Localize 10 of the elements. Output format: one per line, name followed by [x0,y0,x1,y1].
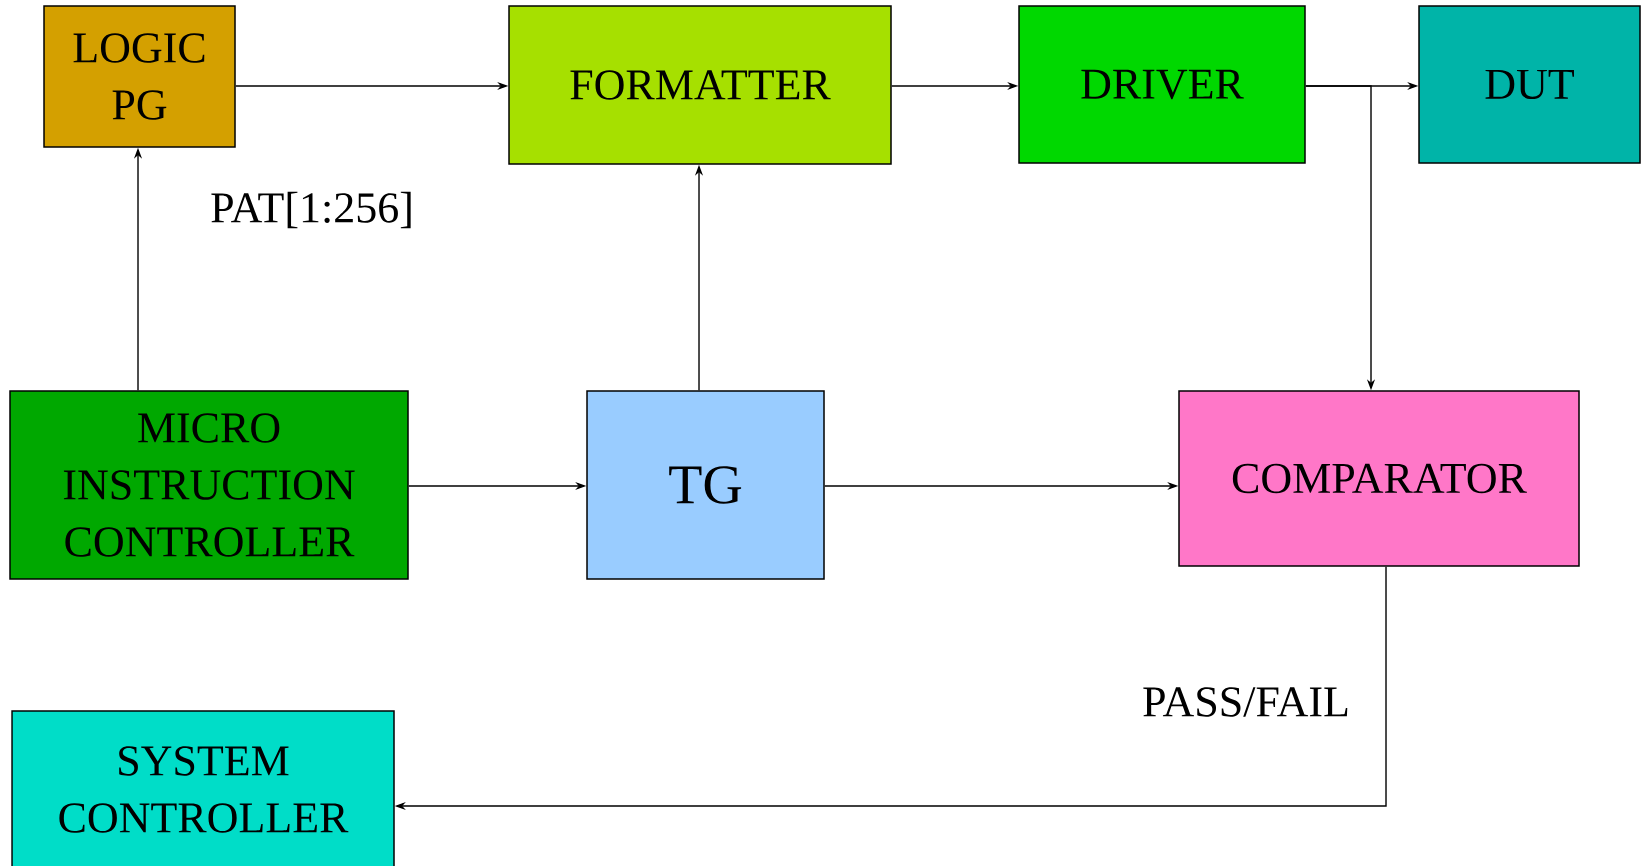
block-box: COMPARATOR [1178,390,1580,567]
block-box: MICRO INSTRUCTION CONTROLLER [9,390,409,580]
block-box: DUT [1418,5,1641,164]
block-box: FORMATTER [508,5,892,165]
block-box: LOGIC PG [43,5,236,148]
block-box: TG [586,390,825,580]
block-box: DRIVER [1018,5,1306,164]
edge-label: PAT[1:256] [208,189,416,231]
block-box: SYSTEM CONTROLLER [11,710,395,866]
edge-label: PASS/FAIL [1140,685,1352,719]
